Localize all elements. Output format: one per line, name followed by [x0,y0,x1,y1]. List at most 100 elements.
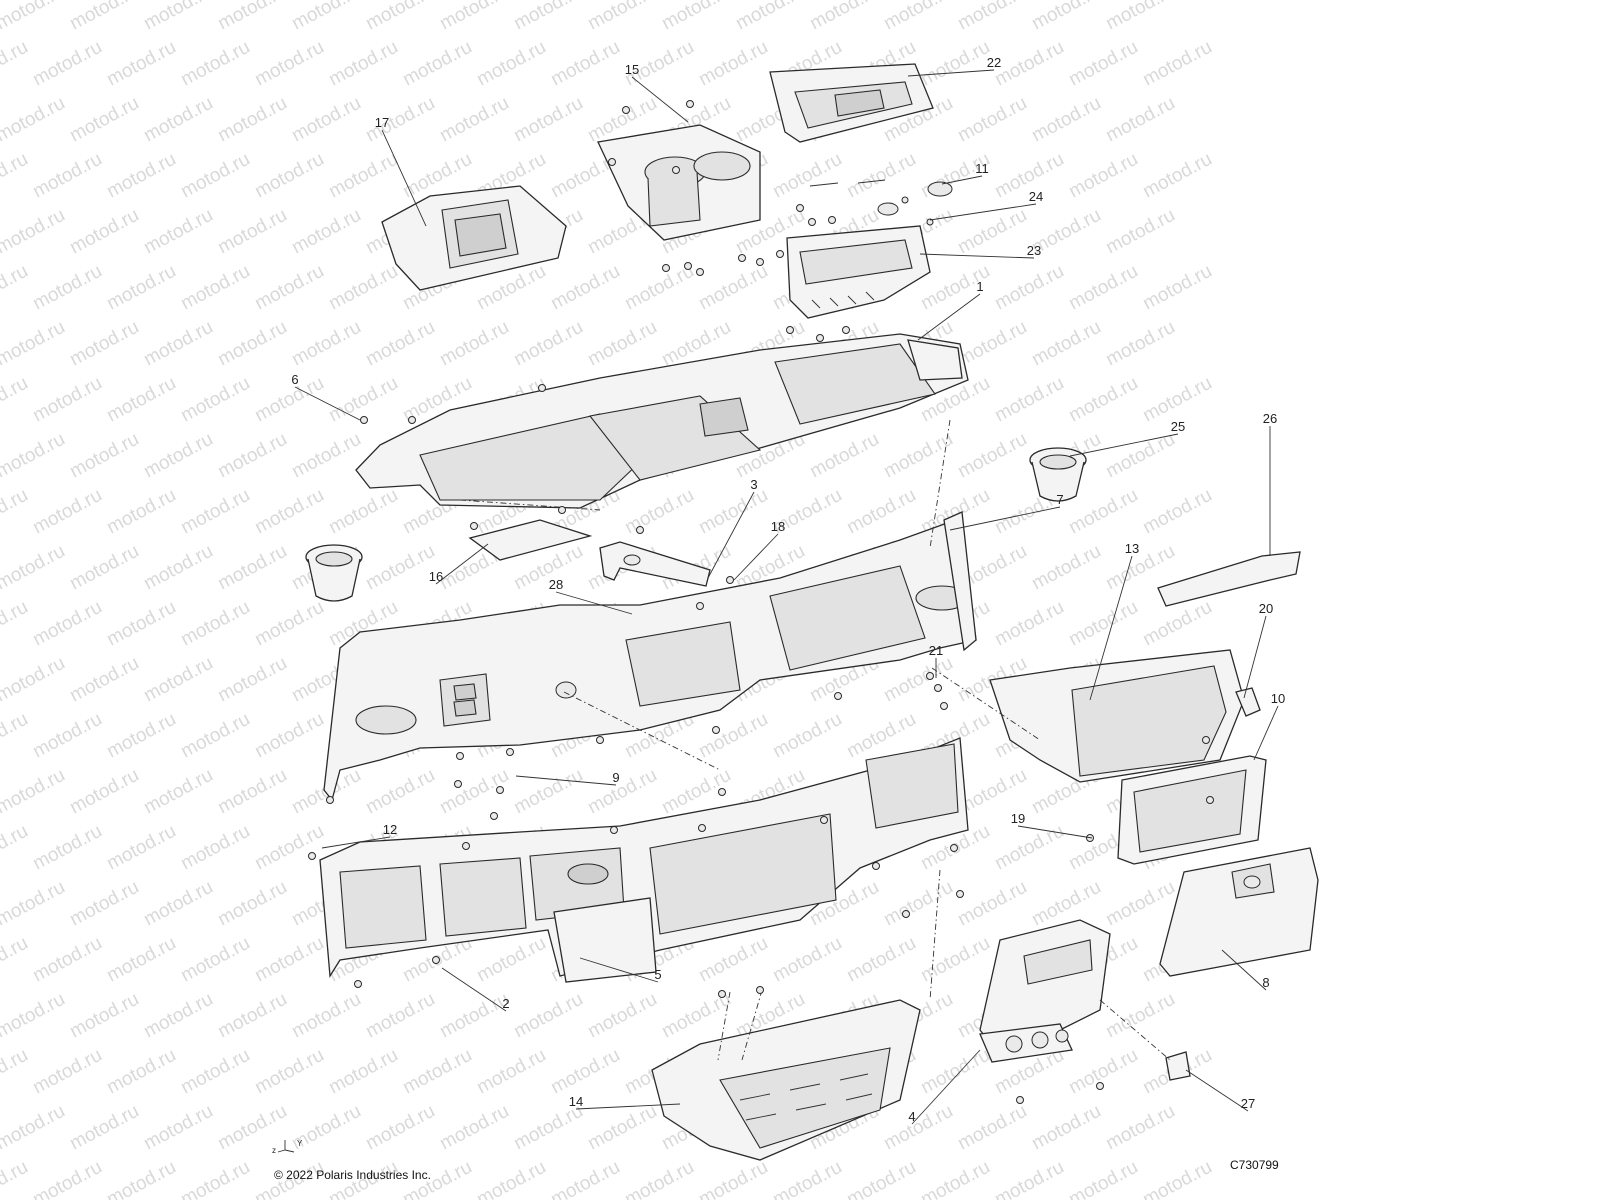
watermark-text: motod.ru [66,0,142,34]
fastener-screw [610,826,618,834]
drawing-code: C730799 [1230,1158,1279,1172]
part-5-lower-dash-panel [319,737,969,983]
watermark-text: motod.ru [66,1101,142,1155]
part-4-switch-panel [979,919,1111,1063]
callout-leader-11 [941,175,983,185]
watermark-text: motod.ru [103,933,179,987]
fastener-screw [490,812,498,820]
fastener-screw [1016,1096,1024,1104]
fastener-screw [686,100,694,108]
watermark-text: motod.ru [0,877,69,931]
callout-label-11: 11 [975,161,989,176]
watermark-text: motod.ru [140,1101,216,1155]
watermark-text: motod.ru [362,317,438,371]
callout-leader-1 [917,293,981,341]
fastener-screw [718,788,726,796]
watermark-text: motod.ru [1102,0,1178,34]
fastener-screw [354,980,362,988]
watermark-text: motod.ru [103,149,179,203]
part-16-bracket-plate [468,519,593,561]
watermark-text: motod.ru [325,37,401,91]
watermark-text: motod.ru [1139,1157,1215,1200]
watermark-text: motod.ru [140,765,216,819]
watermark-text: motod.ru [0,0,69,34]
fastener-screw [622,106,630,114]
callout-layer: 1234567891011121314151617181920212223242… [291,55,1285,1125]
watermark-text: motod.ru [214,0,290,34]
callout-leader-25 [1069,433,1179,457]
watermark-text: motod.ru [0,597,32,651]
callout-label-24: 24 [1029,189,1043,204]
fastener-screw [934,684,942,692]
watermark-text: motod.ru [1102,429,1178,483]
watermark-text: motod.ru [843,1157,919,1200]
watermark-text: motod.ru [177,261,253,315]
watermark-text: motod.ru [473,37,549,91]
watermark-text: motod.ru [251,597,327,651]
watermark-text: motod.ru [29,261,105,315]
alignment-lines [459,419,1171,1061]
fastener-screw [696,268,704,276]
watermark-text: motod.ru [0,261,32,315]
fastener-screw [828,216,836,224]
callout-leader-19 [1017,825,1093,839]
watermark-text: motod.ru [1065,373,1141,427]
watermark-text: motod.ru [695,933,771,987]
fastener-screw [696,602,704,610]
fastener-screw [456,752,464,760]
watermark-text: motod.ru [584,317,660,371]
callout-leader-5 [579,957,659,983]
callout-leader-28 [555,591,633,615]
callout-leader-8 [1221,949,1267,991]
watermark-text: motod.ru [177,1157,253,1200]
fastener-screw [454,780,462,788]
watermark-text: motod.ru [251,1045,327,1099]
part-15-cupholder-bin [597,124,761,241]
watermark-text: motod.ru [0,989,69,1043]
callout-label-18: 18 [771,519,785,534]
fastener-screw [1096,1082,1104,1090]
fastener-screw [726,576,734,584]
watermark-text: motod.ru [1065,261,1141,315]
watermark-text: motod.ru [1102,317,1178,371]
watermark-text: motod.ru [66,541,142,595]
watermark-text: motod.ru [1028,317,1104,371]
watermark-text: motod.ru [288,0,364,34]
fastener-screw [756,258,764,266]
watermark-text: motod.ru [140,429,216,483]
watermark-text: motod.ru [325,1045,401,1099]
watermark-text: motod.ru [769,709,845,763]
watermark-text: motod.ru [880,1101,956,1155]
part-10-display-panel [1117,755,1267,865]
callout-label-7: 7 [1056,492,1063,507]
callout-leader-15 [631,76,689,123]
watermark-text: motod.ru [0,373,32,427]
watermark-text: motod.ru [29,821,105,875]
watermark-text: motod.ru [0,429,69,483]
watermark-text: motod.ru [66,205,142,259]
watermark-text: motod.ru [917,1045,993,1099]
watermark-text: motod.ru [769,1157,845,1200]
watermark-text: motod.ru [140,0,216,34]
callout-leader-23 [919,253,1035,259]
callout-label-4: 4 [908,1109,915,1124]
watermark-text: motod.ru [1065,1157,1141,1200]
watermark-text: motod.ru [510,765,586,819]
watermark-text: motod.ru [214,653,290,707]
watermark-text: motod.ru [0,149,32,203]
watermark-text: motod.ru [177,485,253,539]
callout-label-20: 20 [1259,601,1273,616]
callout-leader-13 [1089,555,1133,701]
watermark-text: motod.ru [140,989,216,1043]
watermark-text: motod.ru [1028,93,1104,147]
watermark-text: motod.ru [473,933,549,987]
fastener-layer [308,100,1214,1104]
watermark-text: motod.ru [695,1157,771,1200]
watermark-text: motod.ru [103,821,179,875]
callout-leader-27 [1185,1069,1249,1112]
watermark-text: motod.ru [806,429,882,483]
callout-label-23: 23 [1027,243,1041,258]
callout-leader-4 [911,1049,981,1125]
fastener-screw [956,890,964,898]
